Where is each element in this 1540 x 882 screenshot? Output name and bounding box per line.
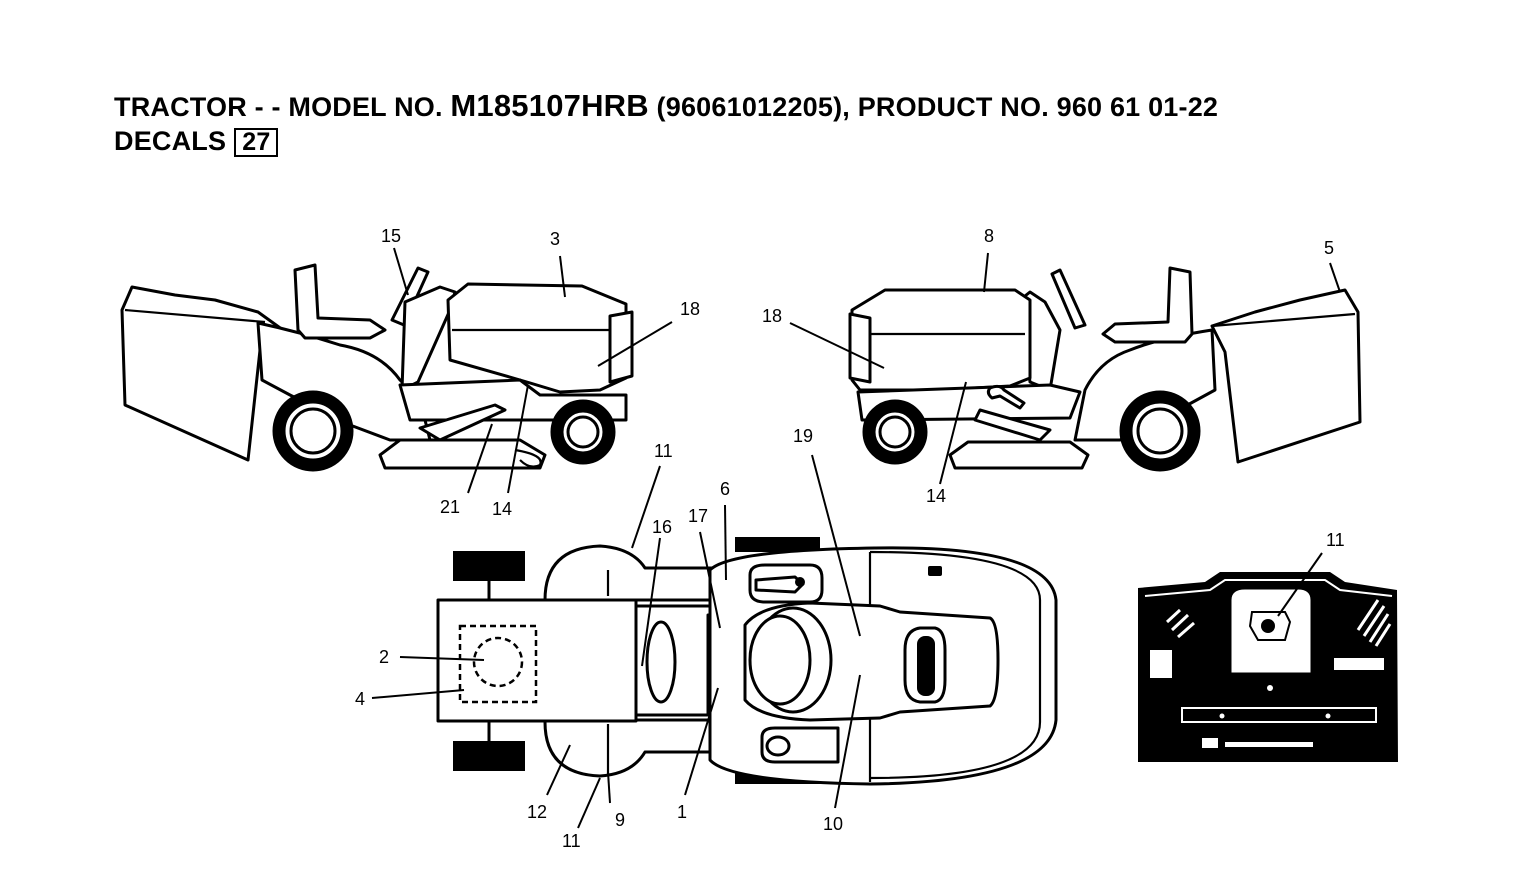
callout-19: 19	[793, 426, 813, 446]
callout-18-right: 18	[762, 306, 782, 326]
left-bagger-top	[124, 308, 266, 324]
callout-numbers: 15 3 18 21 14 8 5 18 14 11 16 17 6 19 2 …	[355, 226, 1345, 851]
left-deck	[378, 438, 547, 470]
top-axle-bar-upper	[735, 537, 820, 552]
callout-11-bottom: 11	[562, 831, 581, 851]
left-side-view	[120, 263, 634, 472]
decals-label: DECALS	[114, 126, 227, 156]
top-hood-front	[869, 550, 1042, 780]
right-side-view	[848, 266, 1362, 472]
dash-left-hatch	[1165, 608, 1195, 639]
right-lever	[986, 384, 1026, 410]
top-rear-wheel-upper	[453, 551, 525, 581]
callout-9: 9	[615, 810, 625, 830]
right-pedal	[973, 408, 1052, 442]
callout-21: 21	[440, 497, 460, 517]
top-fender-upper	[543, 544, 714, 602]
callout-10: 10	[823, 814, 843, 834]
dash-panel-top-rim	[1144, 579, 1393, 597]
dash-warning-decal	[1150, 650, 1172, 678]
leader-lines	[371, 247, 1341, 829]
callout-14-left: 14	[492, 499, 512, 519]
right-deck	[948, 440, 1090, 470]
callout-6: 6	[720, 479, 730, 499]
dash-symbol-strip	[1334, 658, 1384, 670]
model-number: M185107HRB	[450, 88, 649, 123]
callout-8: 8	[984, 226, 994, 246]
top-view	[436, 537, 1058, 786]
left-chute	[514, 448, 542, 468]
header-prefix: TRACTOR - - MODEL NO.	[114, 92, 443, 122]
right-hood	[850, 288, 1032, 392]
top-fender-lower	[543, 718, 714, 778]
callout-11-top: 11	[654, 441, 673, 461]
right-bagger	[1210, 288, 1362, 464]
header-line-1: TRACTOR - - MODEL NO. M185107HRB (960610…	[114, 88, 1218, 124]
callout-4: 4	[355, 689, 365, 709]
dash-right-hatch	[1356, 599, 1392, 647]
dash-bottom-slider	[1225, 742, 1313, 747]
callout-16: 16	[652, 517, 672, 537]
right-grille	[848, 312, 872, 384]
right-seat	[1101, 266, 1194, 344]
left-hood	[446, 282, 628, 394]
top-decal-dashed-box	[458, 624, 538, 704]
callout-2: 2	[379, 647, 389, 667]
callout-11-inset: 11	[1326, 530, 1345, 550]
callout-17: 17	[688, 506, 708, 526]
top-throttle	[754, 575, 805, 594]
left-seat	[293, 263, 387, 340]
right-bagger-top	[1211, 312, 1356, 328]
dash-panel-inset	[1138, 572, 1398, 762]
callout-3: 3	[550, 229, 560, 249]
top-rear-wheel-lower	[453, 741, 525, 771]
dash-lower-bar	[1181, 707, 1377, 723]
left-pedal	[418, 403, 507, 442]
callout-15: 15	[381, 226, 401, 246]
callout-1: 1	[677, 802, 687, 822]
right-steering-wheel	[1050, 268, 1087, 330]
top-grille-slot	[928, 566, 942, 576]
callout-5: 5	[1324, 238, 1334, 258]
callout-12: 12	[527, 802, 547, 822]
top-decal-dashed-circle	[472, 636, 524, 688]
dash-key-decal	[1248, 611, 1292, 641]
header-suffix: (96061012205), PRODUCT NO. 960 61 01-22	[656, 92, 1219, 122]
callout-18-left: 18	[680, 299, 700, 319]
left-bagger	[120, 285, 285, 462]
callout-14-right: 14	[926, 486, 946, 506]
figure-number-box: 27	[234, 128, 279, 157]
top-seat-cushion	[645, 620, 677, 704]
left-steering-wheel	[390, 266, 430, 327]
dash-bottom-icon	[1202, 738, 1218, 748]
